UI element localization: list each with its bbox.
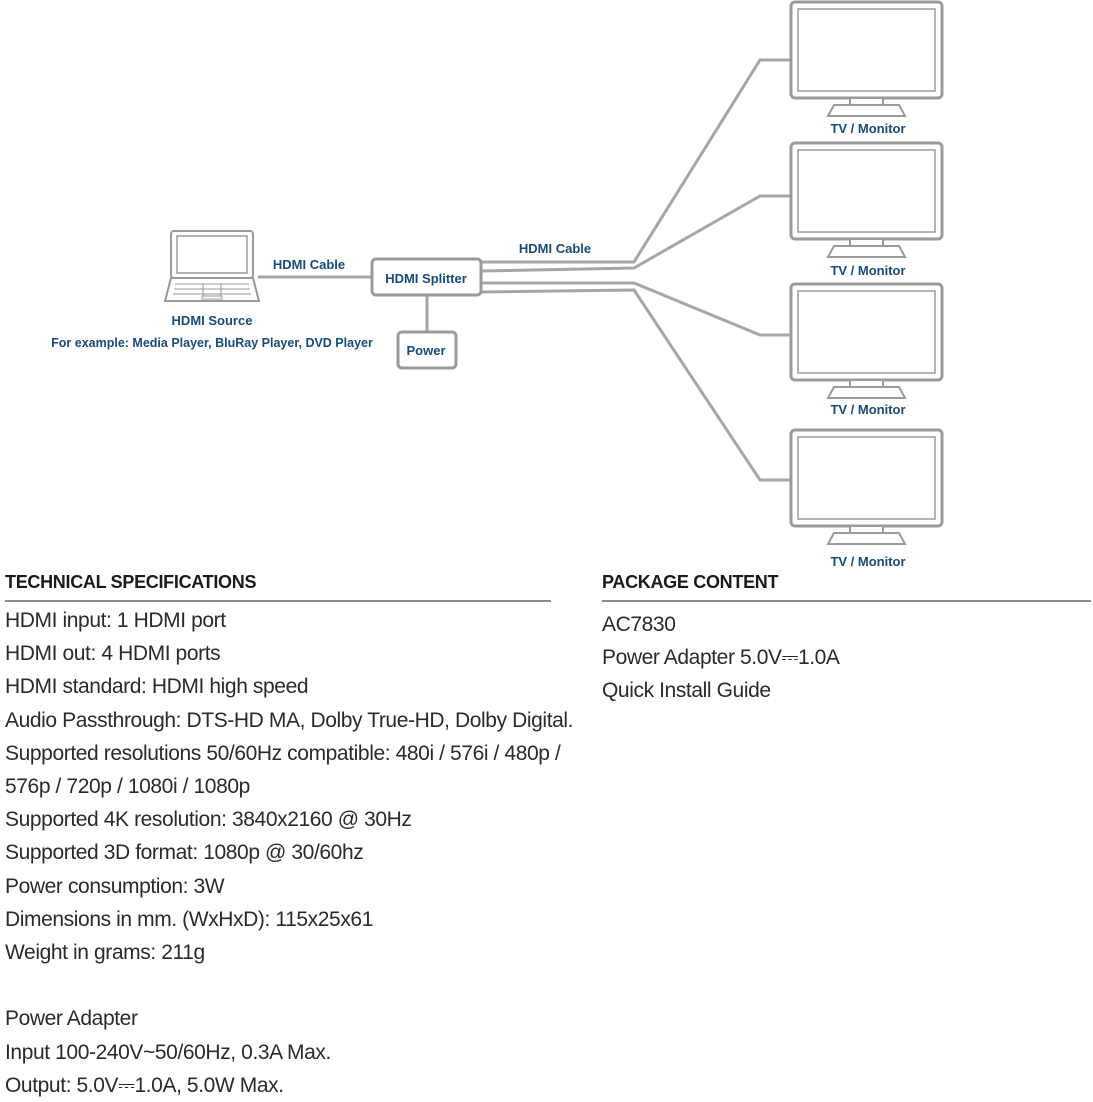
adapter-line: Input 100-240V~50/60Hz, 0.3A Max. bbox=[5, 1040, 331, 1064]
cable-in-label: HDMI Cable bbox=[273, 257, 345, 272]
spec-line: HDMI out: 4 HDMI ports bbox=[5, 642, 221, 666]
tech-specs-heading: TECHNICAL SPECIFICATIONS bbox=[5, 572, 257, 592]
cable-out-label: HDMI Cable bbox=[519, 241, 591, 256]
adapter-line: Output: 5.0V⎓1.0A, 5.0W Max. bbox=[5, 1073, 284, 1097]
source-example: For example: Media Player, BluRay Player… bbox=[51, 336, 373, 350]
package-item: AC7830 bbox=[602, 613, 676, 636]
spec-line: 576p / 720p / 1080i / 1080p bbox=[5, 775, 250, 799]
monitor-label: TV / Monitor bbox=[830, 263, 905, 278]
source-label: HDMI Source bbox=[172, 313, 253, 328]
spec-line: HDMI input: 1 HDMI port bbox=[5, 609, 226, 632]
splitter-label: HDMI Splitter bbox=[385, 271, 467, 286]
package-divider bbox=[602, 600, 1091, 602]
spec-line: Supported 3D format: 1080p @ 30/60hz bbox=[5, 841, 364, 865]
output-cable-1 bbox=[481, 58, 790, 264]
monitor-label: TV / Monitor bbox=[830, 554, 905, 569]
output-cable-2 bbox=[480, 194, 790, 273]
power-box bbox=[396, 330, 458, 370]
output-cable-4 bbox=[480, 288, 790, 482]
spec-line: Power consumption: 3W bbox=[5, 874, 225, 898]
spec-line: Dimensions in mm. (WxHxD): 115x25x61 bbox=[5, 907, 373, 931]
spec-line: Supported resolutions 50/60Hz compatible… bbox=[5, 741, 561, 765]
package-heading: PACKAGE CONTENT bbox=[602, 572, 779, 592]
power-label: Power bbox=[406, 343, 445, 358]
spacer bbox=[5, 969, 573, 1002]
spec-line: Weight in grams: 211g bbox=[5, 941, 205, 965]
monitor-icon bbox=[789, 428, 944, 545]
monitor-label: TV / Monitor bbox=[830, 121, 905, 136]
tech-specs-list: HDMI input: 1 HDMI port HDMI out: 4 HDMI… bbox=[5, 604, 574, 1102]
package-item: Power Adapter 5.0V⎓1.0A bbox=[602, 646, 840, 670]
package-list: AC7830 Power Adapter 5.0V⎓1.0A Quick Ins… bbox=[602, 608, 840, 708]
spec-line: Audio Passthrough: DTS-HD MA, Dolby True… bbox=[5, 708, 574, 732]
output-cable-3 bbox=[481, 281, 790, 337]
cables bbox=[258, 58, 790, 482]
connection-diagram: HDMI Cable HDMI Cable HDMI Splitter Powe… bbox=[51, 0, 944, 569]
spec-line: HDMI standard: HDMI high speed bbox=[5, 675, 309, 699]
tech-specs-divider bbox=[5, 600, 551, 602]
laptop-icon bbox=[163, 230, 261, 302]
splitter-box bbox=[370, 257, 483, 297]
package-item: Quick Install Guide bbox=[602, 679, 771, 703]
monitor-icon bbox=[789, 141, 944, 258]
monitor-icon bbox=[789, 0, 944, 117]
spec-line: Supported 4K resolution: 3840x2160 @ 30H… bbox=[5, 808, 412, 832]
monitor-icon bbox=[789, 282, 944, 399]
monitor-label: TV / Monitor bbox=[830, 402, 905, 417]
adapter-line: Power Adapter bbox=[5, 1007, 138, 1031]
